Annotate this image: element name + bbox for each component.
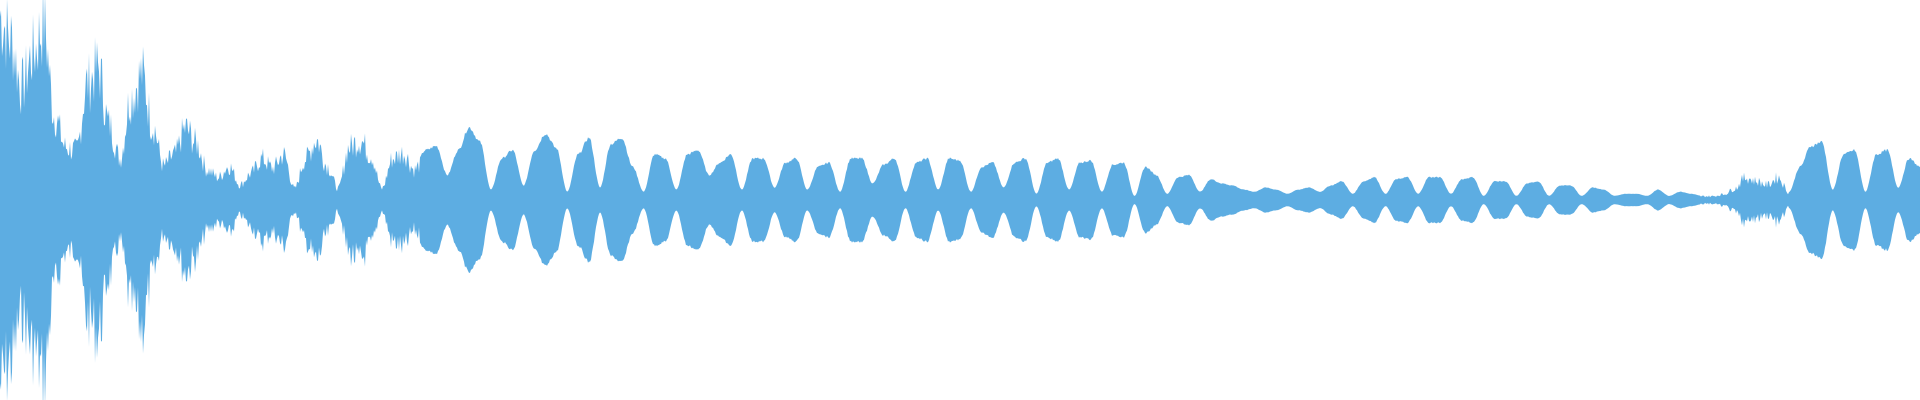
waveform-fill-path [0,0,1920,400]
audio-waveform-view[interactable] [0,0,1920,400]
audio-waveform[interactable] [0,0,1920,400]
